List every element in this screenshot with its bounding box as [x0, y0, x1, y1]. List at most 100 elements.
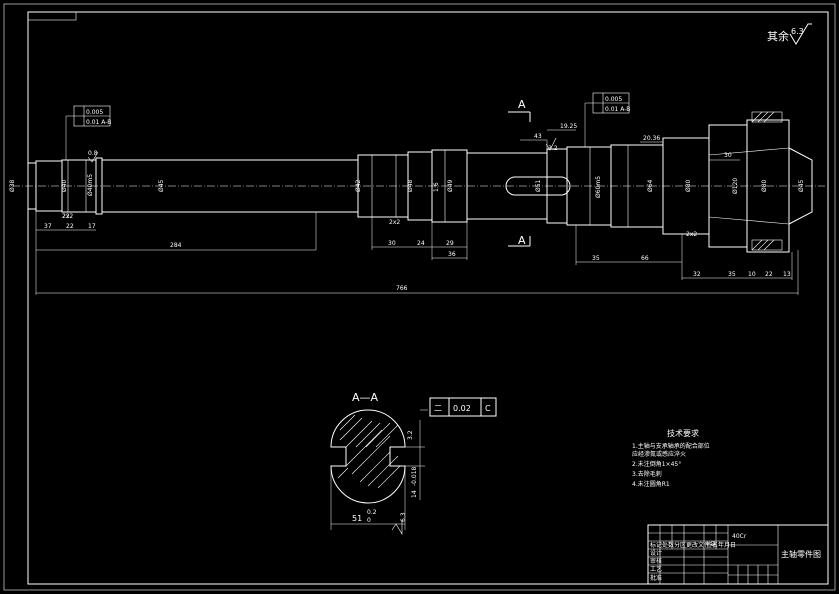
dim-len-29: 29 — [446, 240, 454, 247]
dim-len-10: 10 — [748, 271, 756, 278]
dim-d-bearing: Ø60m5 — [595, 176, 602, 198]
dim-len-22c: 22 — [765, 271, 773, 278]
section-width-tol: 0.2 — [367, 509, 377, 516]
section-label-bottom: A — [518, 234, 526, 247]
roughness-left: 0.8 — [88, 150, 98, 157]
inner-border — [27, 11, 829, 585]
dim-len-36: 36 — [448, 251, 456, 258]
tb-header-doc: 更改文件号 — [686, 541, 716, 549]
chamfer-mid: 2x2 — [389, 219, 400, 226]
chamfer-left: 2x2 — [62, 213, 73, 220]
dim-d-r1: Ø64 — [647, 179, 654, 192]
tb-header-count: 处数 — [662, 541, 674, 549]
flatness-datum: C — [485, 404, 491, 413]
section-marker-bottom: A — [508, 234, 531, 247]
dim-len-19: 19.25 — [560, 123, 577, 130]
dim-d-r3: Ø120 — [732, 178, 739, 194]
dim-d-r4: Ø80 — [761, 179, 768, 192]
dim-len-35b: 35 — [728, 271, 736, 278]
dim-taper: 1:6 — [433, 182, 440, 192]
section-depth: 14 — [411, 490, 418, 498]
title-block: 标记 处数 分区 更改文件号 签名 年月日 设计 审核 工艺 批准 40Cr 主… — [647, 524, 829, 585]
tb-material: 40Cr — [732, 533, 747, 540]
dim-d-bore: Ø45 — [798, 179, 805, 192]
section-depth-tol: -0.018 — [411, 466, 418, 486]
tb-header-mark: 标记 — [650, 541, 662, 549]
section-width-tol-low: 0 — [367, 517, 371, 524]
tol-frame-left: 0.005 0.01 A-B — [65, 105, 111, 160]
section-hatch-circle — [330, 409, 406, 504]
dim-len-24: 24 — [417, 240, 425, 247]
flatness-frame: 二 0.02 C — [429, 397, 497, 417]
tb-row-process: 工艺 — [650, 565, 662, 573]
section-rough-b: 6.3 — [400, 512, 407, 522]
dim-d-left-3: Ø40m5 — [87, 174, 94, 196]
dim-len-13: 13 — [783, 271, 791, 278]
section-label-top: A — [518, 98, 526, 111]
dim-d-mid: Ø45 — [158, 179, 165, 192]
tb-row-review: 审核 — [650, 557, 662, 565]
dim-len-766: 766 — [396, 285, 408, 292]
surface-finish-note: 其余 6.3 — [767, 23, 812, 45]
sheet-tab — [27, 11, 77, 21]
keyway-slot — [505, 176, 571, 196]
dim-len-37: 37 — [44, 223, 52, 230]
flatness-symbol: 二 — [434, 404, 442, 413]
tech-req-item-1: 1.主轴与支承轴承的配合部位 — [632, 442, 710, 450]
tb-row-design: 设计 — [650, 549, 662, 557]
dim-d-r2: Ø80 — [685, 179, 692, 192]
tb-drawing-name: 主轴零件图 — [781, 549, 821, 559]
tol-left-row1: 0.005 — [86, 109, 103, 116]
flange-hatch — [751, 111, 783, 251]
section-view: A—A 51 0.2 0 6.3 — [330, 391, 497, 536]
dim-d-left-end: Ø38 — [9, 179, 16, 192]
tb-header-sign: 签名 — [706, 541, 718, 549]
section-rough: 3.2 — [407, 430, 414, 440]
tol-right-row1: 0.005 — [605, 96, 622, 103]
tb-header-date: 年月日 — [718, 541, 736, 549]
dim-d-right-2: Ø48 — [407, 179, 414, 192]
dim-len-284: 284 — [170, 242, 182, 249]
dim-len-66: 66 — [641, 255, 649, 262]
dim-len-20: 20.36 — [643, 135, 660, 142]
dim-len-30b: 30 — [724, 152, 732, 159]
tb-row-approve: 批准 — [650, 574, 662, 582]
dim-len-22b: 22 — [62, 213, 70, 220]
tech-req-item-1b: 应经渗氮或感应淬火 — [632, 450, 686, 458]
tech-requirements: 技术要求 1.主轴与支承轴承的配合部位 应经渗氮或感应淬火 2.未注倒角1×45… — [632, 428, 710, 488]
tech-req-item-4: 4.未注圆角R1 — [632, 480, 670, 488]
tol-left-row2: 0.01 A-B — [86, 119, 111, 126]
dim-len-35a: 35 — [592, 255, 600, 262]
tb-header-zone: 分区 — [674, 541, 686, 549]
roughness-left-icon — [87, 151, 99, 163]
roughness-symbol-icon — [789, 23, 812, 45]
roughness-mid-icon — [545, 137, 557, 151]
tech-req-item-3: 3.去除毛刺 — [632, 470, 662, 478]
section-title: A—A — [352, 391, 379, 404]
tech-req-item-2: 2.未注倒角1×45° — [632, 460, 681, 468]
section-width: 51 — [352, 514, 362, 523]
tol-right-row2: 0.01 A-B — [605, 106, 630, 113]
surface-finish-label: 其余 — [767, 29, 789, 43]
roughness-mid: 3.2 — [548, 145, 558, 152]
length-dims — [35, 210, 799, 295]
tech-req-title: 技术要求 — [667, 428, 699, 438]
flatness-value: 0.02 — [453, 404, 471, 413]
chamfer-right: 2x2 — [686, 231, 697, 238]
outer-border — [3, 3, 836, 591]
dim-d-left-2: Ø40 — [61, 179, 68, 192]
dim-d-right-4: Ø51 — [535, 179, 542, 192]
surface-finish-value: 6.3 — [791, 27, 804, 36]
top-length-dims — [520, 129, 740, 161]
tol-frame-right: 0.005 0.01 A-B — [584, 92, 630, 147]
section-rough-icon — [391, 520, 403, 536]
dim-len-17: 17 — [88, 223, 96, 230]
dim-d-right-3: Ø49 — [447, 179, 454, 192]
dim-len-32: 32 — [693, 271, 701, 278]
shaft-outline — [27, 111, 813, 253]
diameter-labels: Ø38 Ø40 Ø40m5 Ø45 Ø42 Ø48 1:6 Ø49 Ø51 Ø6… — [9, 174, 805, 198]
dim-len-30a: 30 — [388, 240, 396, 247]
dim-len-43: 43 — [534, 133, 542, 140]
dim-len-22a: 22 — [66, 223, 74, 230]
